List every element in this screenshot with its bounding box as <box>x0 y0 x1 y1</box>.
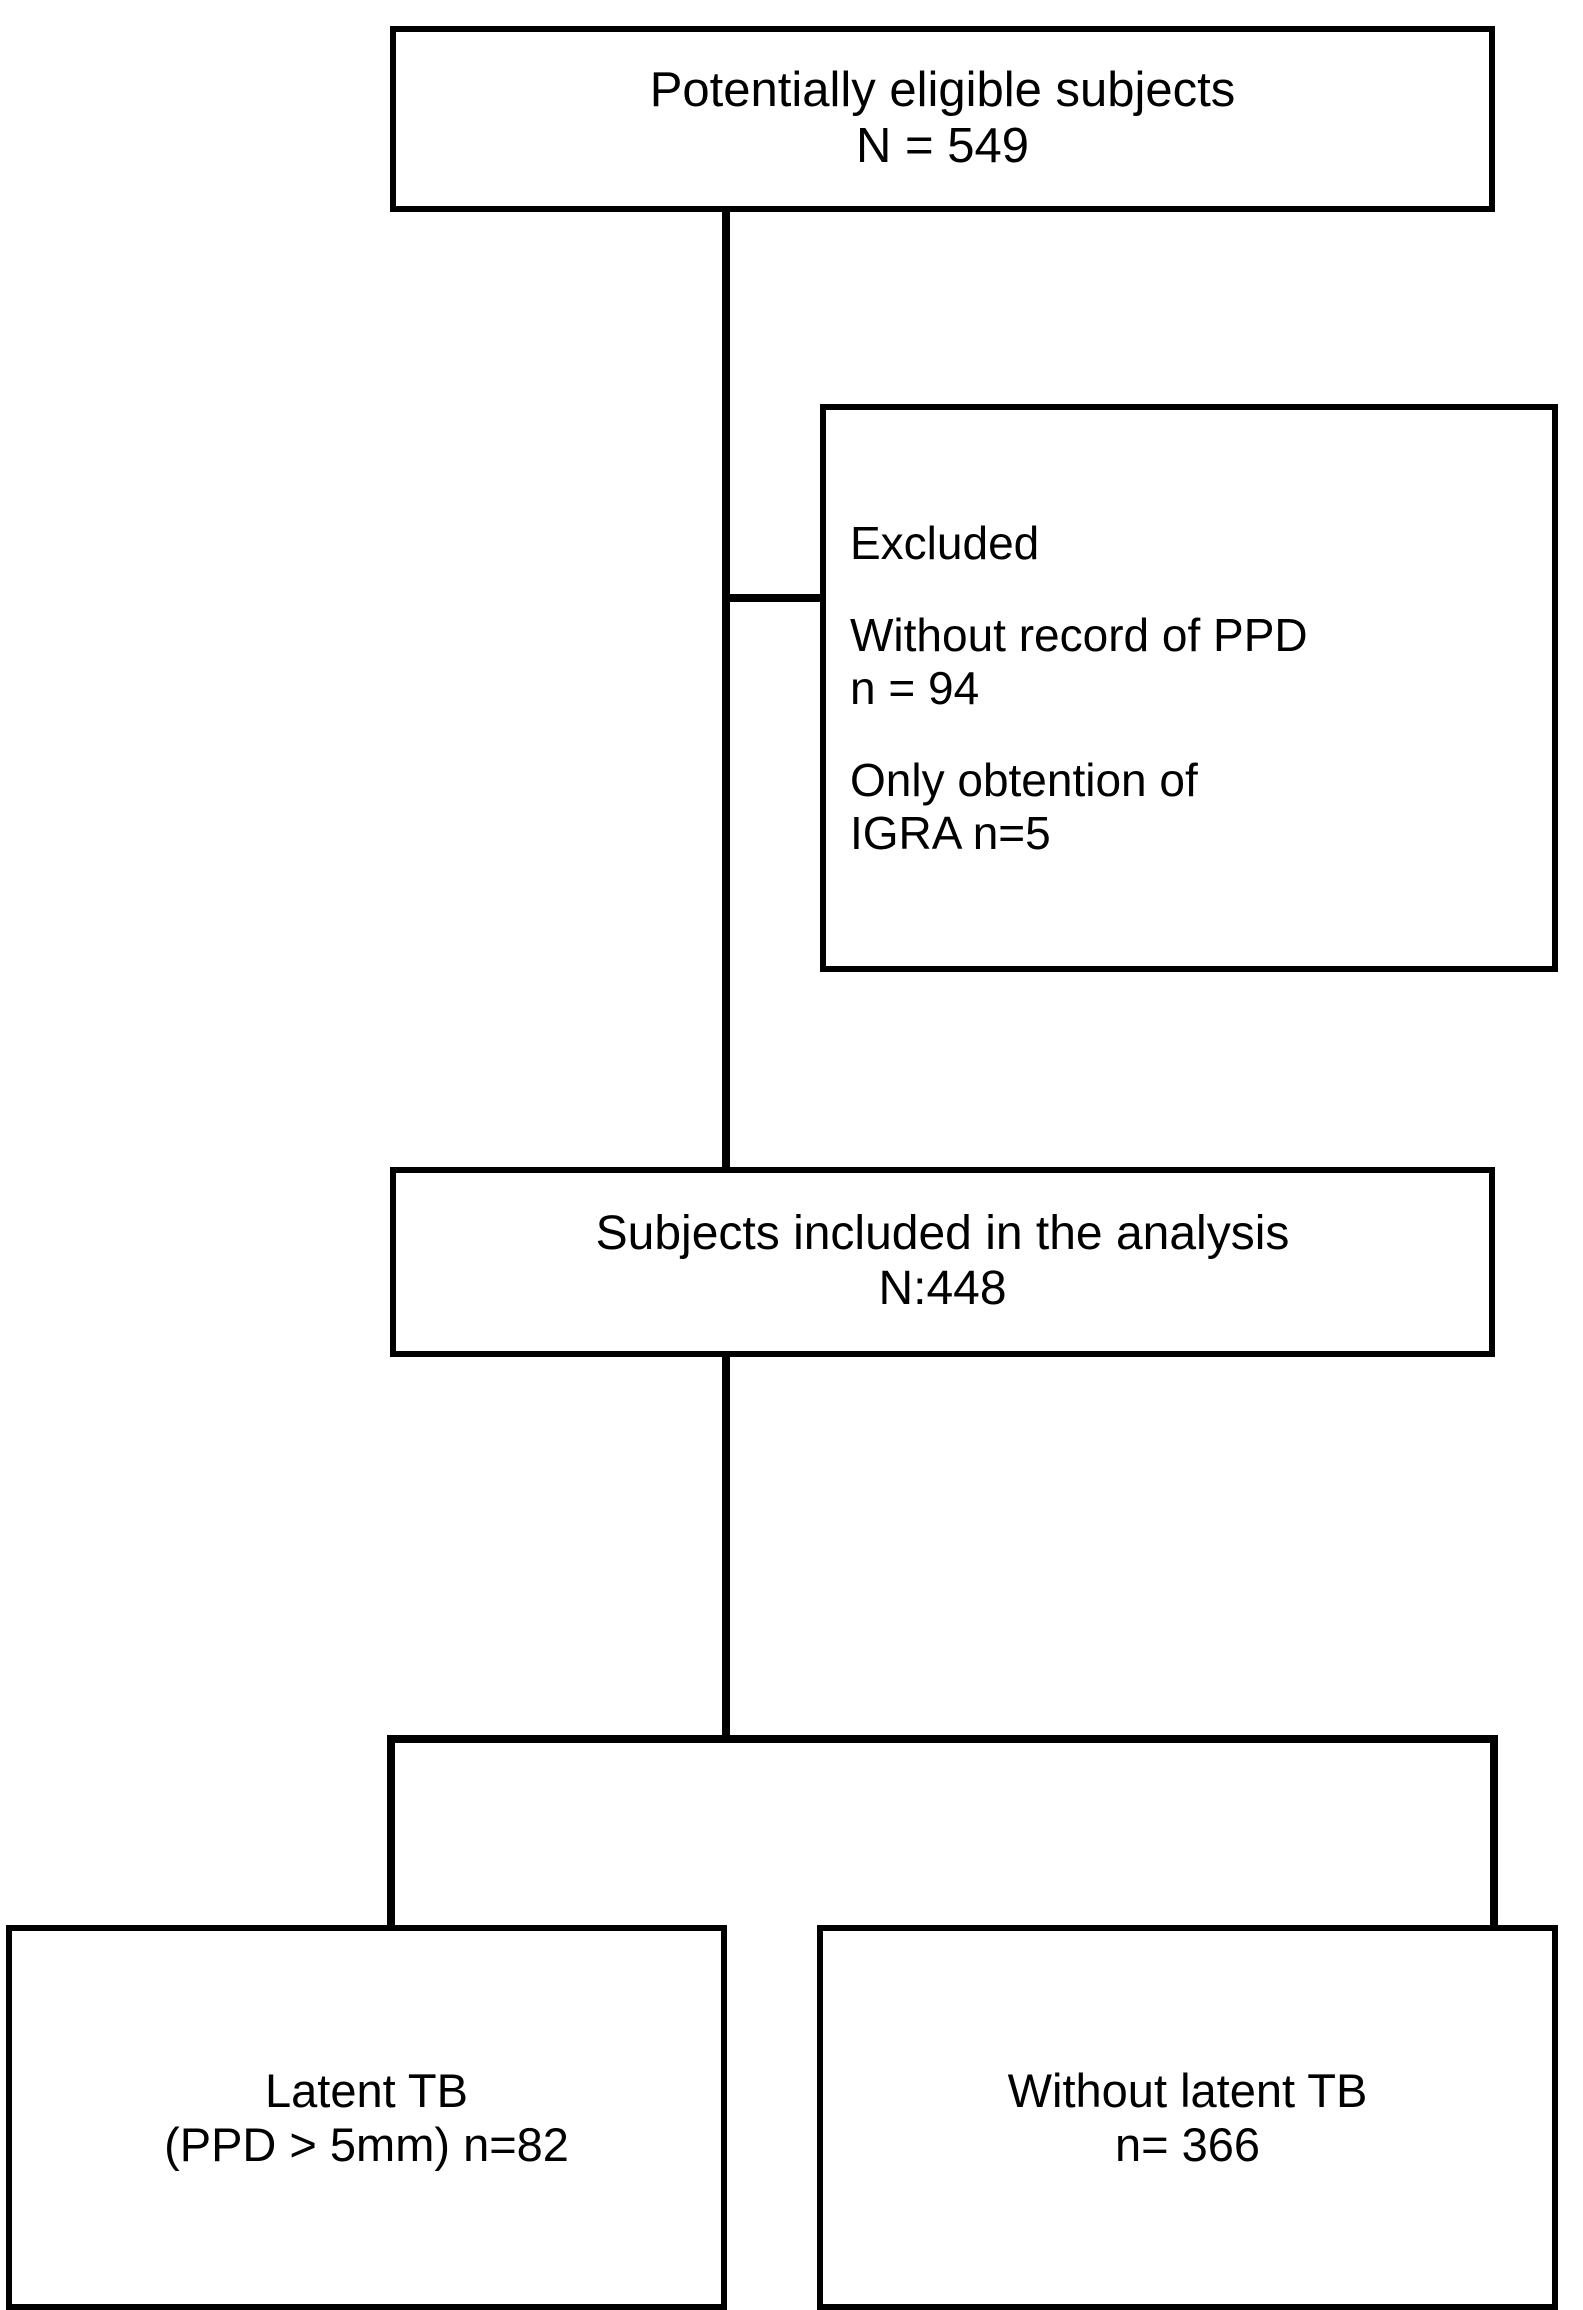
node-excluded: Excluded Without record of PPD n = 94 On… <box>820 404 1558 972</box>
node-included-line2: N:448 <box>878 1262 1007 1315</box>
node-potentially-eligible-subjects: Potentially eligible subjects N = 549 <box>390 26 1495 212</box>
connector-branch-horizontal <box>387 1735 1498 1743</box>
node-latent-line1: Latent TB <box>265 2063 468 2117</box>
excluded-reason2-line1: Only obtention of <box>850 754 1198 807</box>
excluded-reason1-line2: n = 94 <box>850 661 980 714</box>
node-latent-line2: (PPD > 5mm) n=82 <box>164 2117 569 2171</box>
excluded-heading: Excluded <box>850 516 1040 569</box>
node-included-line1: Subjects included in the analysis <box>595 1207 1290 1261</box>
node-nolatent-line2: n= 366 <box>1114 2117 1261 2171</box>
excluded-reason2-line2: IGRA n=5 <box>850 806 1051 859</box>
node-subjects-included-in-the-analysis: Subjects included in the analysis N:448 <box>390 1167 1495 1357</box>
excluded-reason1-line1: Without record of PPD <box>850 609 1308 662</box>
node-top-line2: N = 549 <box>856 119 1029 173</box>
node-nolatent-line1: Without latent TB <box>1007 2063 1368 2117</box>
connector-drop-to-without-latent-tb <box>1490 1735 1498 1931</box>
connector-trunk-vertical <box>722 206 730 1741</box>
connector-to-excluded-box <box>722 594 826 602</box>
node-top-line1: Potentially eligible subjects <box>649 63 1236 118</box>
node-latent-tb: Latent TB (PPD > 5mm) n=82 <box>6 1925 727 2310</box>
connector-drop-to-latent-tb <box>387 1735 395 1931</box>
node-without-latent-tb: Without latent TB n= 366 <box>817 1925 1558 2310</box>
